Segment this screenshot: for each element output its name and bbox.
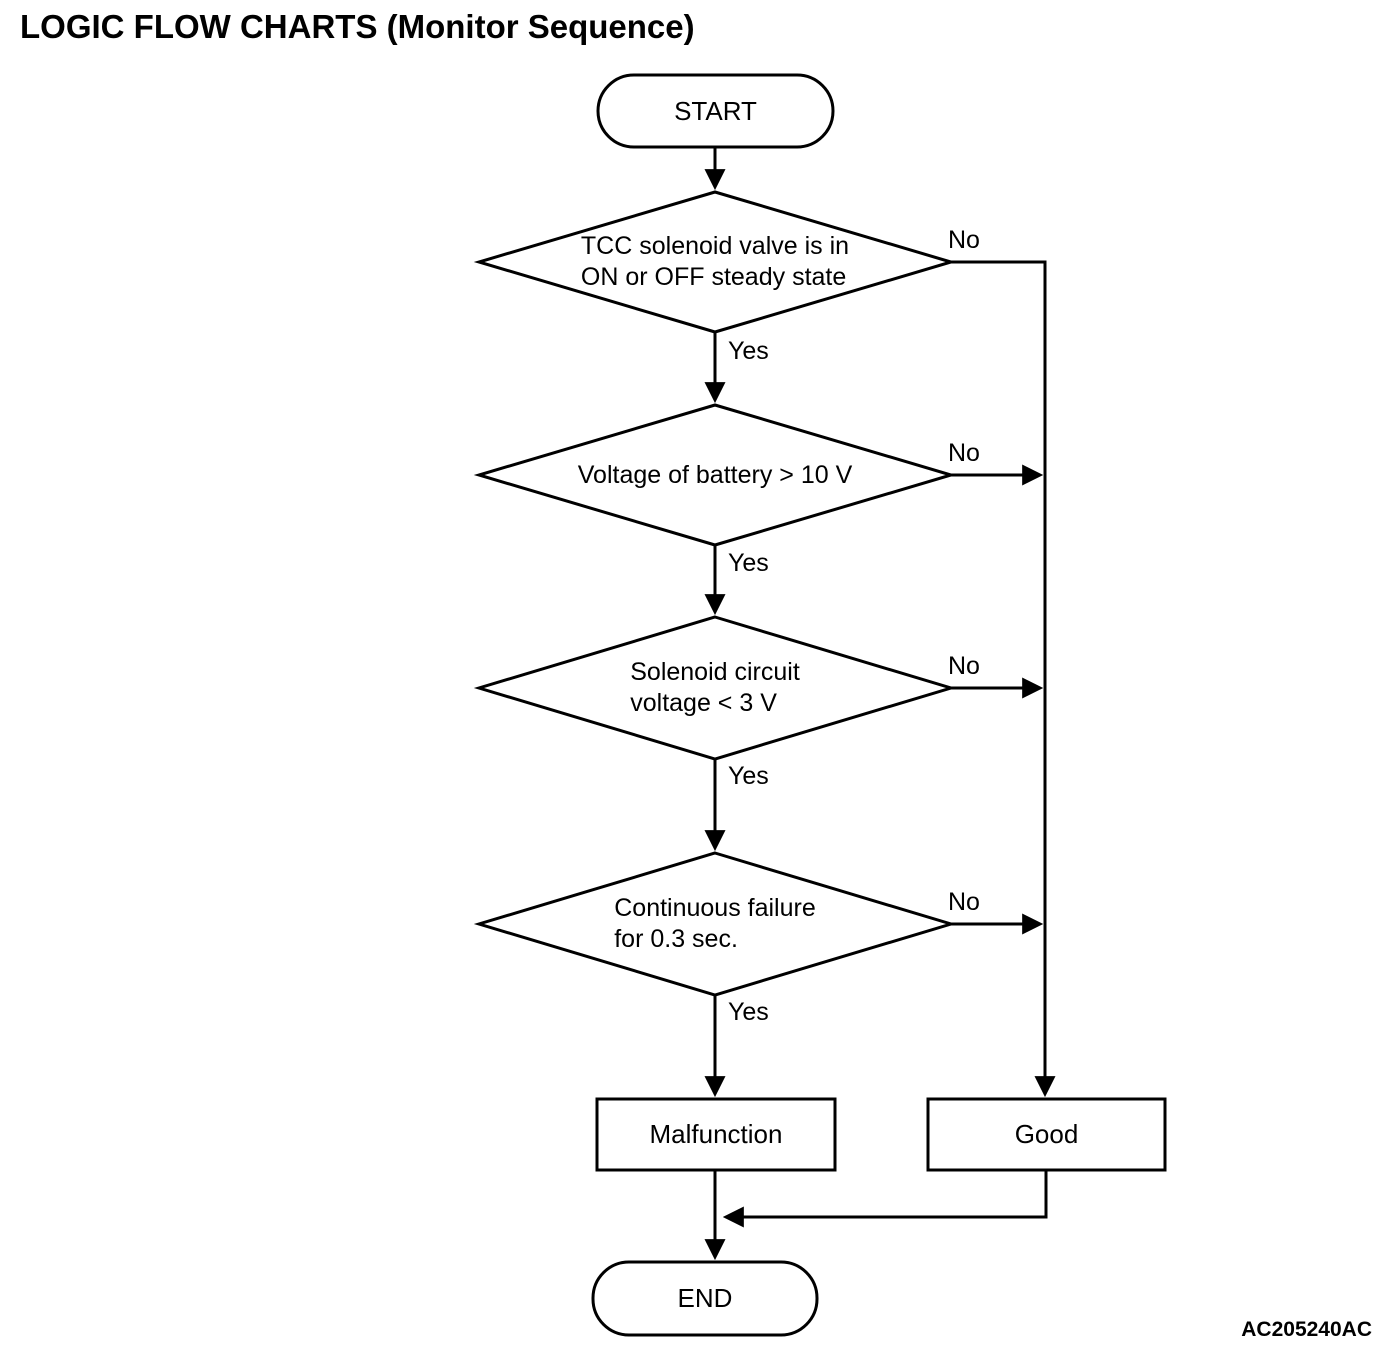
decision-1-no-label: No [948, 226, 980, 254]
decision-4-shape [473, 851, 957, 997]
decision-2-label: Voltage of battery > 10 V [577, 460, 853, 489]
decision-1-label: TCC solenoid valve is in ON or OFF stead… [580, 232, 850, 291]
decision-3-shape [473, 615, 957, 761]
decision-1-shape [473, 190, 957, 334]
decision-2-no-label: No [948, 439, 980, 467]
start-terminal-shape [596, 73, 835, 149]
decision-1-yes-label: Yes [728, 337, 769, 365]
decision-2-shape [473, 403, 957, 547]
figure-code: AC205240AC [1241, 1318, 1372, 1341]
good-outcome-label: Good [1014, 1119, 1079, 1149]
decision-3-yes-label: Yes [728, 762, 769, 790]
end-terminal-label: END [677, 1283, 733, 1313]
decision-3-label: Solenoid circuit voltage < 3 V [630, 658, 800, 717]
edge-d1-no-rail-to-good [951, 260, 1056, 1098]
decision-4-no-label: No [948, 888, 980, 916]
good-box-shape [926, 1097, 1167, 1172]
malfunction-box-shape [595, 1097, 837, 1172]
decision-2-yes-label: Yes [728, 549, 769, 577]
page-title: LOGIC FLOW CHARTS (Monitor Sequence) [20, 8, 695, 45]
decision-3-no-label: No [948, 652, 980, 680]
edge-good-to-merge [722, 1170, 1048, 1228]
decision-4-label: Continuous failure for 0.3 sec. [614, 894, 816, 953]
decision-4-yes-label: Yes [728, 998, 769, 1026]
malfunction-outcome-label: Malfunction [649, 1119, 783, 1149]
start-terminal-label: START [674, 95, 757, 126]
end-terminal-shape [591, 1260, 819, 1337]
